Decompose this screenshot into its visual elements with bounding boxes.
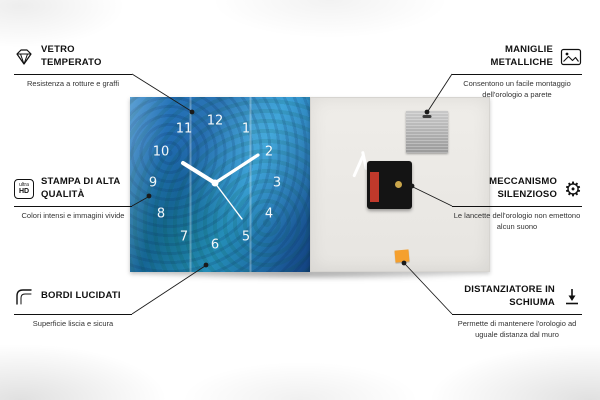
callout-subtitle: Colori intensi e immagini vivide (21, 211, 125, 220)
foam-spacer (394, 249, 410, 263)
clock-number: 12 (206, 113, 224, 129)
clock-number: 7 (179, 229, 189, 245)
hands-hub (211, 179, 219, 187)
callout-header: VETRO TEMPERATO (14, 44, 132, 75)
ultra-hd-icon: ultra HD (14, 178, 34, 199)
callout-title: MECCANISMO SILENZIOSO (489, 176, 558, 200)
ultra-hd-text-bottom: HD (18, 187, 30, 195)
ultra-hd-text-top: ultra (19, 181, 29, 188)
callout-title: VETRO TEMPERATO (41, 44, 102, 68)
clock-number: 3 (272, 175, 282, 191)
picture-frame-icon (560, 48, 582, 66)
callout-title: MANIGLIE METALLICHE (490, 44, 553, 68)
diamond-icon (14, 48, 34, 66)
clock-number: 8 (156, 206, 166, 222)
callout-tempered-glass: VETRO TEMPERATO Resistenza a rotture e g… (14, 44, 132, 90)
mechanism-hub (395, 181, 402, 188)
callout-subtitle: Le lancette dell'orologio non emettono a… (453, 211, 581, 231)
gear-icon: ⚙ (564, 176, 582, 201)
clock-hands (181, 153, 260, 220)
callout-subtitle: Resistenza a rotture e graffi (27, 79, 119, 88)
spacer-arrow-icon (562, 287, 582, 307)
callout-header: MANIGLIE METALLICHE (452, 44, 582, 75)
clock-number: 9 (148, 175, 158, 191)
metal-hanger-plate (406, 111, 448, 153)
callout-silent-mechanism: MECCANISMO SILENZIOSO ⚙ Le lancette dell… (452, 176, 582, 232)
callout-subtitle: Consentono un facile montaggio dell'orol… (463, 79, 571, 99)
polished-edge-icon (14, 287, 34, 307)
callout-subtitle: Superficie liscia e sicura (32, 319, 114, 328)
clock-number: 5 (241, 229, 251, 245)
clock-mechanism (367, 161, 412, 209)
callout-polished-edges: BORDI LUCIDATI Superficie liscia e sicur… (14, 284, 132, 330)
minute-hand (213, 153, 260, 185)
callout-subtitle: Permette di mantenere l'orologio ad ugua… (457, 319, 577, 339)
clock-number: 2 (264, 144, 274, 160)
clock-back-panel (310, 97, 490, 272)
glass-seams (130, 97, 310, 272)
callout-header: BORDI LUCIDATI (14, 284, 132, 315)
callout-title: BORDI LUCIDATI (41, 290, 121, 302)
battery (370, 172, 379, 202)
clock-number: 1 (241, 121, 251, 137)
clock-number: 10 (152, 144, 170, 160)
clock-number: 6 (210, 237, 220, 253)
clock-number: 4 (264, 206, 274, 222)
callout-metal-hangers: MANIGLIE METALLICHE Consentono un facile… (452, 44, 582, 100)
second-hand (214, 182, 243, 220)
clock-number: 11 (175, 121, 193, 137)
hanger-slot (422, 115, 432, 118)
callout-print-quality: ultra HD STAMPA DI ALTA QUALITÀ Colori i… (14, 176, 132, 222)
product-shadow (138, 270, 484, 280)
callout-foam-spacer: DISTANZIATORE IN SCHIUMA Permette di man… (452, 284, 582, 340)
callout-header: DISTANZIATORE IN SCHIUMA (452, 284, 582, 315)
callout-title: DISTANZIATORE IN SCHIUMA (464, 284, 555, 308)
hour-hand (181, 161, 217, 185)
clock-front-panel: 1 2 3 4 5 6 7 8 9 10 11 12 (130, 97, 310, 272)
callout-header: MECCANISMO SILENZIOSO ⚙ (452, 176, 582, 207)
callout-header: ultra HD STAMPA DI ALTA QUALITÀ (14, 176, 132, 207)
callout-title: STAMPA DI ALTA QUALITÀ (41, 176, 121, 200)
